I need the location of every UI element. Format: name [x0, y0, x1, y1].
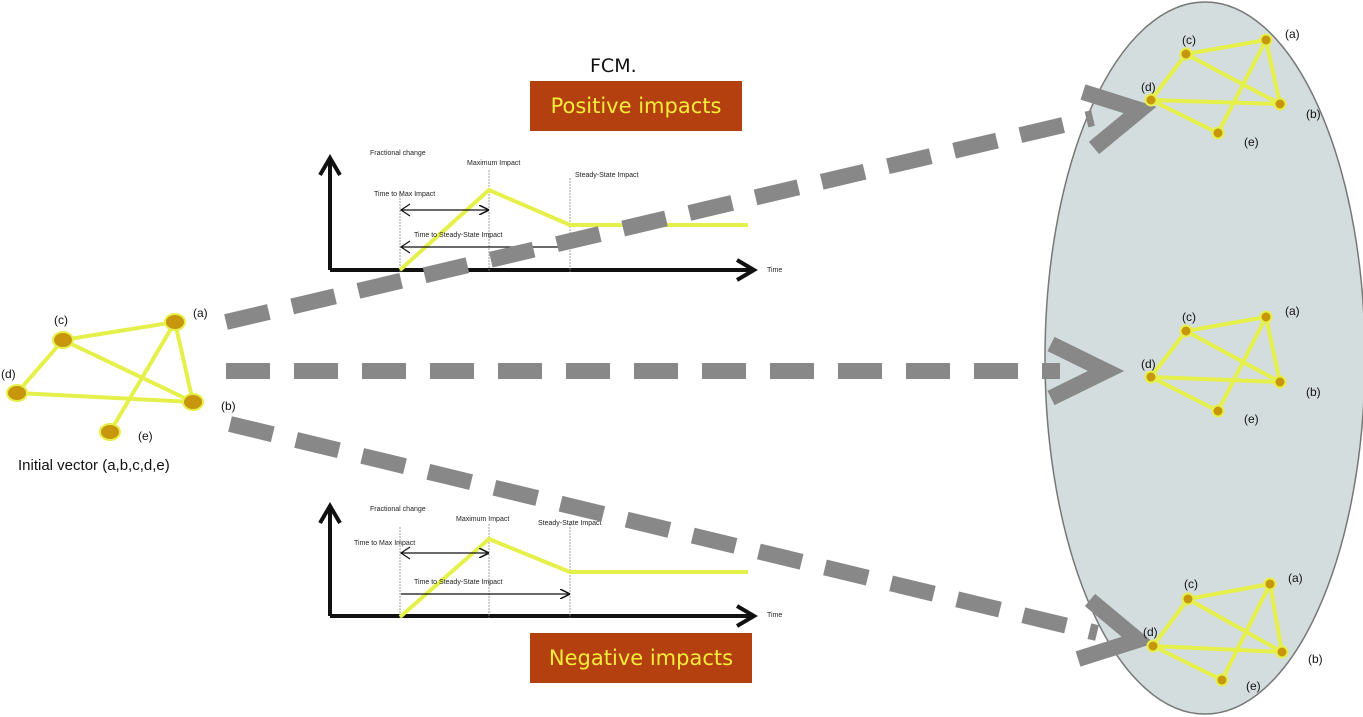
label-e: (e) [1244, 412, 1259, 426]
label-d: (d) [1141, 357, 1156, 371]
label-b: (b) [1308, 652, 1323, 666]
negative-impact-chart: Fractional change Maximum Impact Steady-… [318, 502, 782, 628]
label-b: (b) [1306, 385, 1321, 399]
steady-state-impact-label: Steady-State Impact [538, 520, 601, 527]
arrowhead-middle [1047, 336, 1125, 406]
arrow-to-bottom-graph [228, 416, 1099, 641]
time-to-max-label: Time to Max Impact [374, 191, 435, 198]
label-e: (e) [1244, 135, 1259, 149]
node-e [1211, 404, 1225, 418]
positive-impacts-text: Positive impacts [551, 94, 722, 118]
fcm-title: FCM. [590, 55, 637, 77]
impact-curve [398, 536, 748, 619]
label-e: (e) [138, 429, 153, 443]
node-b [182, 393, 204, 411]
time-axis-label: Time [767, 267, 782, 274]
result-graph-bottom: (c) (a) (d) (b) (e) [1143, 571, 1323, 693]
label-d: (d) [1, 367, 16, 381]
node-a [1259, 310, 1273, 324]
node-b [1273, 375, 1287, 389]
positive-impacts-banner: Positive impacts [530, 81, 742, 131]
node-d [6, 384, 28, 402]
node-e [99, 423, 121, 441]
result-graph-middle: (c) (a) (d) (b) (e) [1141, 304, 1321, 426]
negative-impacts-text: Negative impacts [549, 646, 733, 670]
node-d [1144, 370, 1158, 384]
node-e [1211, 126, 1225, 140]
label-a: (a) [1285, 304, 1300, 318]
node-d [1146, 639, 1160, 653]
label-c: (c) [1184, 577, 1198, 591]
result-graph-top: (c) (a) (d) (b) (e) [1141, 27, 1321, 149]
initial-vector-caption: Initial vector (a,b,c,d,e) [18, 457, 170, 474]
label-d: (d) [1141, 80, 1156, 94]
node-c [1181, 592, 1195, 606]
node-d [1144, 93, 1158, 107]
label-a: (a) [193, 306, 208, 320]
arrow-to-top-graph [224, 110, 1095, 330]
arrowhead-top [1080, 84, 1157, 155]
label-a: (a) [1285, 27, 1300, 41]
arrowhead-bottom [1075, 593, 1155, 667]
fractional-change-label: Fractional change [370, 150, 426, 157]
label-c: (c) [54, 313, 68, 327]
maximum-impact-label: Maximum Impact [456, 516, 509, 523]
steady-state-impact-label: Steady-State Impact [575, 172, 638, 179]
node-b [1273, 97, 1287, 111]
impact-curve [398, 187, 748, 272]
node-a [1259, 33, 1273, 47]
initial-fcm-graph: (c) (a) (d) (b) (e) Initial vector (a,b,… [1, 306, 236, 474]
maximum-impact-label: Maximum Impact [467, 160, 520, 167]
node-c [1179, 324, 1193, 338]
time-to-max-label: Time to Max Impact [354, 540, 415, 547]
negative-impacts-banner: Negative impacts [530, 633, 752, 683]
result-ellipse [1044, 1, 1363, 715]
label-c: (c) [1182, 310, 1196, 324]
time-axis-label: Time [767, 612, 782, 619]
node-c [52, 331, 74, 349]
time-to-steady-label: Time to Steady-State Impact [414, 232, 502, 239]
node-e [1215, 673, 1229, 687]
label-c: (c) [1182, 33, 1196, 47]
node-b [1275, 645, 1289, 659]
time-to-steady-label: Time to Steady-State Impact [414, 579, 502, 586]
dashed-arrows [224, 84, 1157, 667]
node-c [1179, 47, 1193, 61]
fractional-change-label: Fractional change [370, 506, 426, 513]
node-a [164, 313, 186, 331]
label-b: (b) [1306, 107, 1321, 121]
label-d: (d) [1143, 625, 1158, 639]
label-e: (e) [1246, 679, 1261, 693]
label-b: (b) [221, 399, 236, 413]
label-a: (a) [1288, 571, 1303, 585]
node-a [1263, 577, 1277, 591]
